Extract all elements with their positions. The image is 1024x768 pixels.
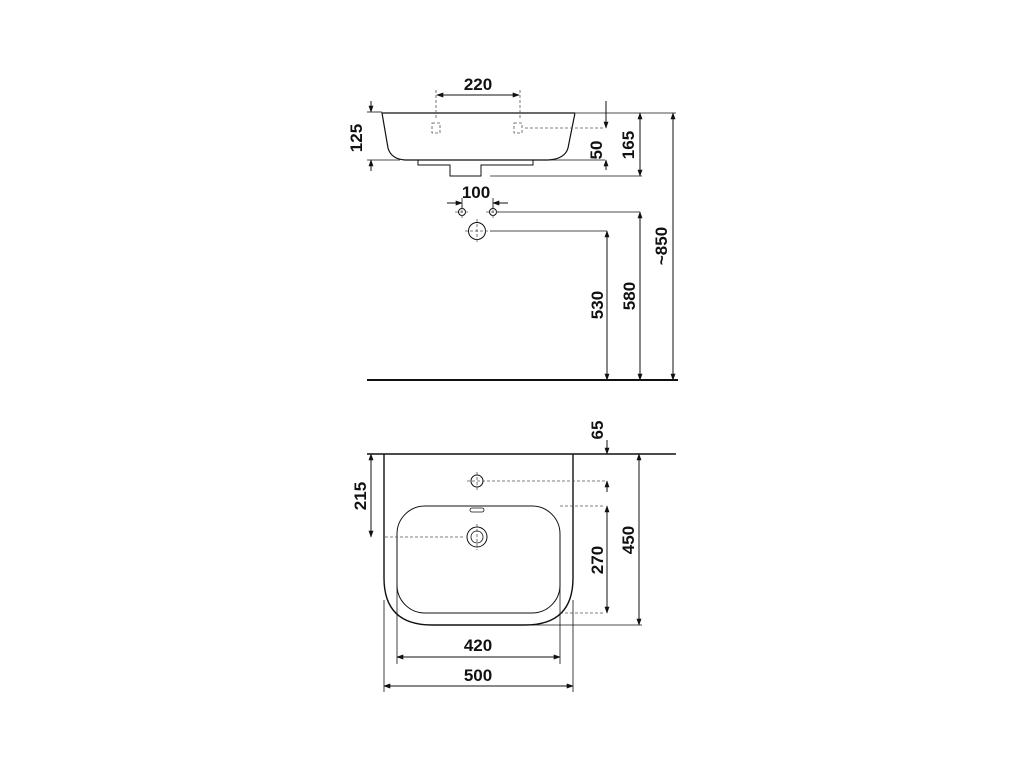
dim-bowl-depth-label: 270 (588, 546, 607, 574)
dim-bowl-width-label: 420 (464, 636, 492, 655)
dim-overflow-height-label: 50 (587, 141, 606, 160)
basin-front-outline (381, 112, 576, 161)
dim-overall-width-label: 500 (464, 666, 492, 685)
top-view: 65 215 270 450 420 500 (351, 421, 676, 692)
dim-waste-height-label: 530 (588, 291, 607, 319)
tap-holes-hidden (431, 90, 605, 134)
supply-connections (458, 208, 497, 240)
dim-tap-hole-offset-label: 65 (588, 421, 607, 440)
dim-overall-depth-label: 450 (619, 526, 638, 554)
dim-waste-spacing-label: 100 (462, 183, 490, 202)
overflow-slot-icon (469, 507, 485, 513)
dim-drain-offset-label: 215 (351, 482, 370, 510)
dim-supply-height-label: 580 (620, 282, 639, 310)
dim-mount-height-label: ~850 (652, 227, 671, 265)
basin-bowl-outline (396, 505, 561, 614)
basin-top-outline (383, 454, 574, 626)
dim-hole-spacing-label: 220 (464, 75, 492, 94)
front-view: 220 125 50 165 (347, 75, 678, 381)
basin-drain-underside (417, 160, 534, 177)
dim-basin-height-label: 125 (347, 124, 366, 152)
dim-total-height-label: 165 (619, 131, 638, 159)
